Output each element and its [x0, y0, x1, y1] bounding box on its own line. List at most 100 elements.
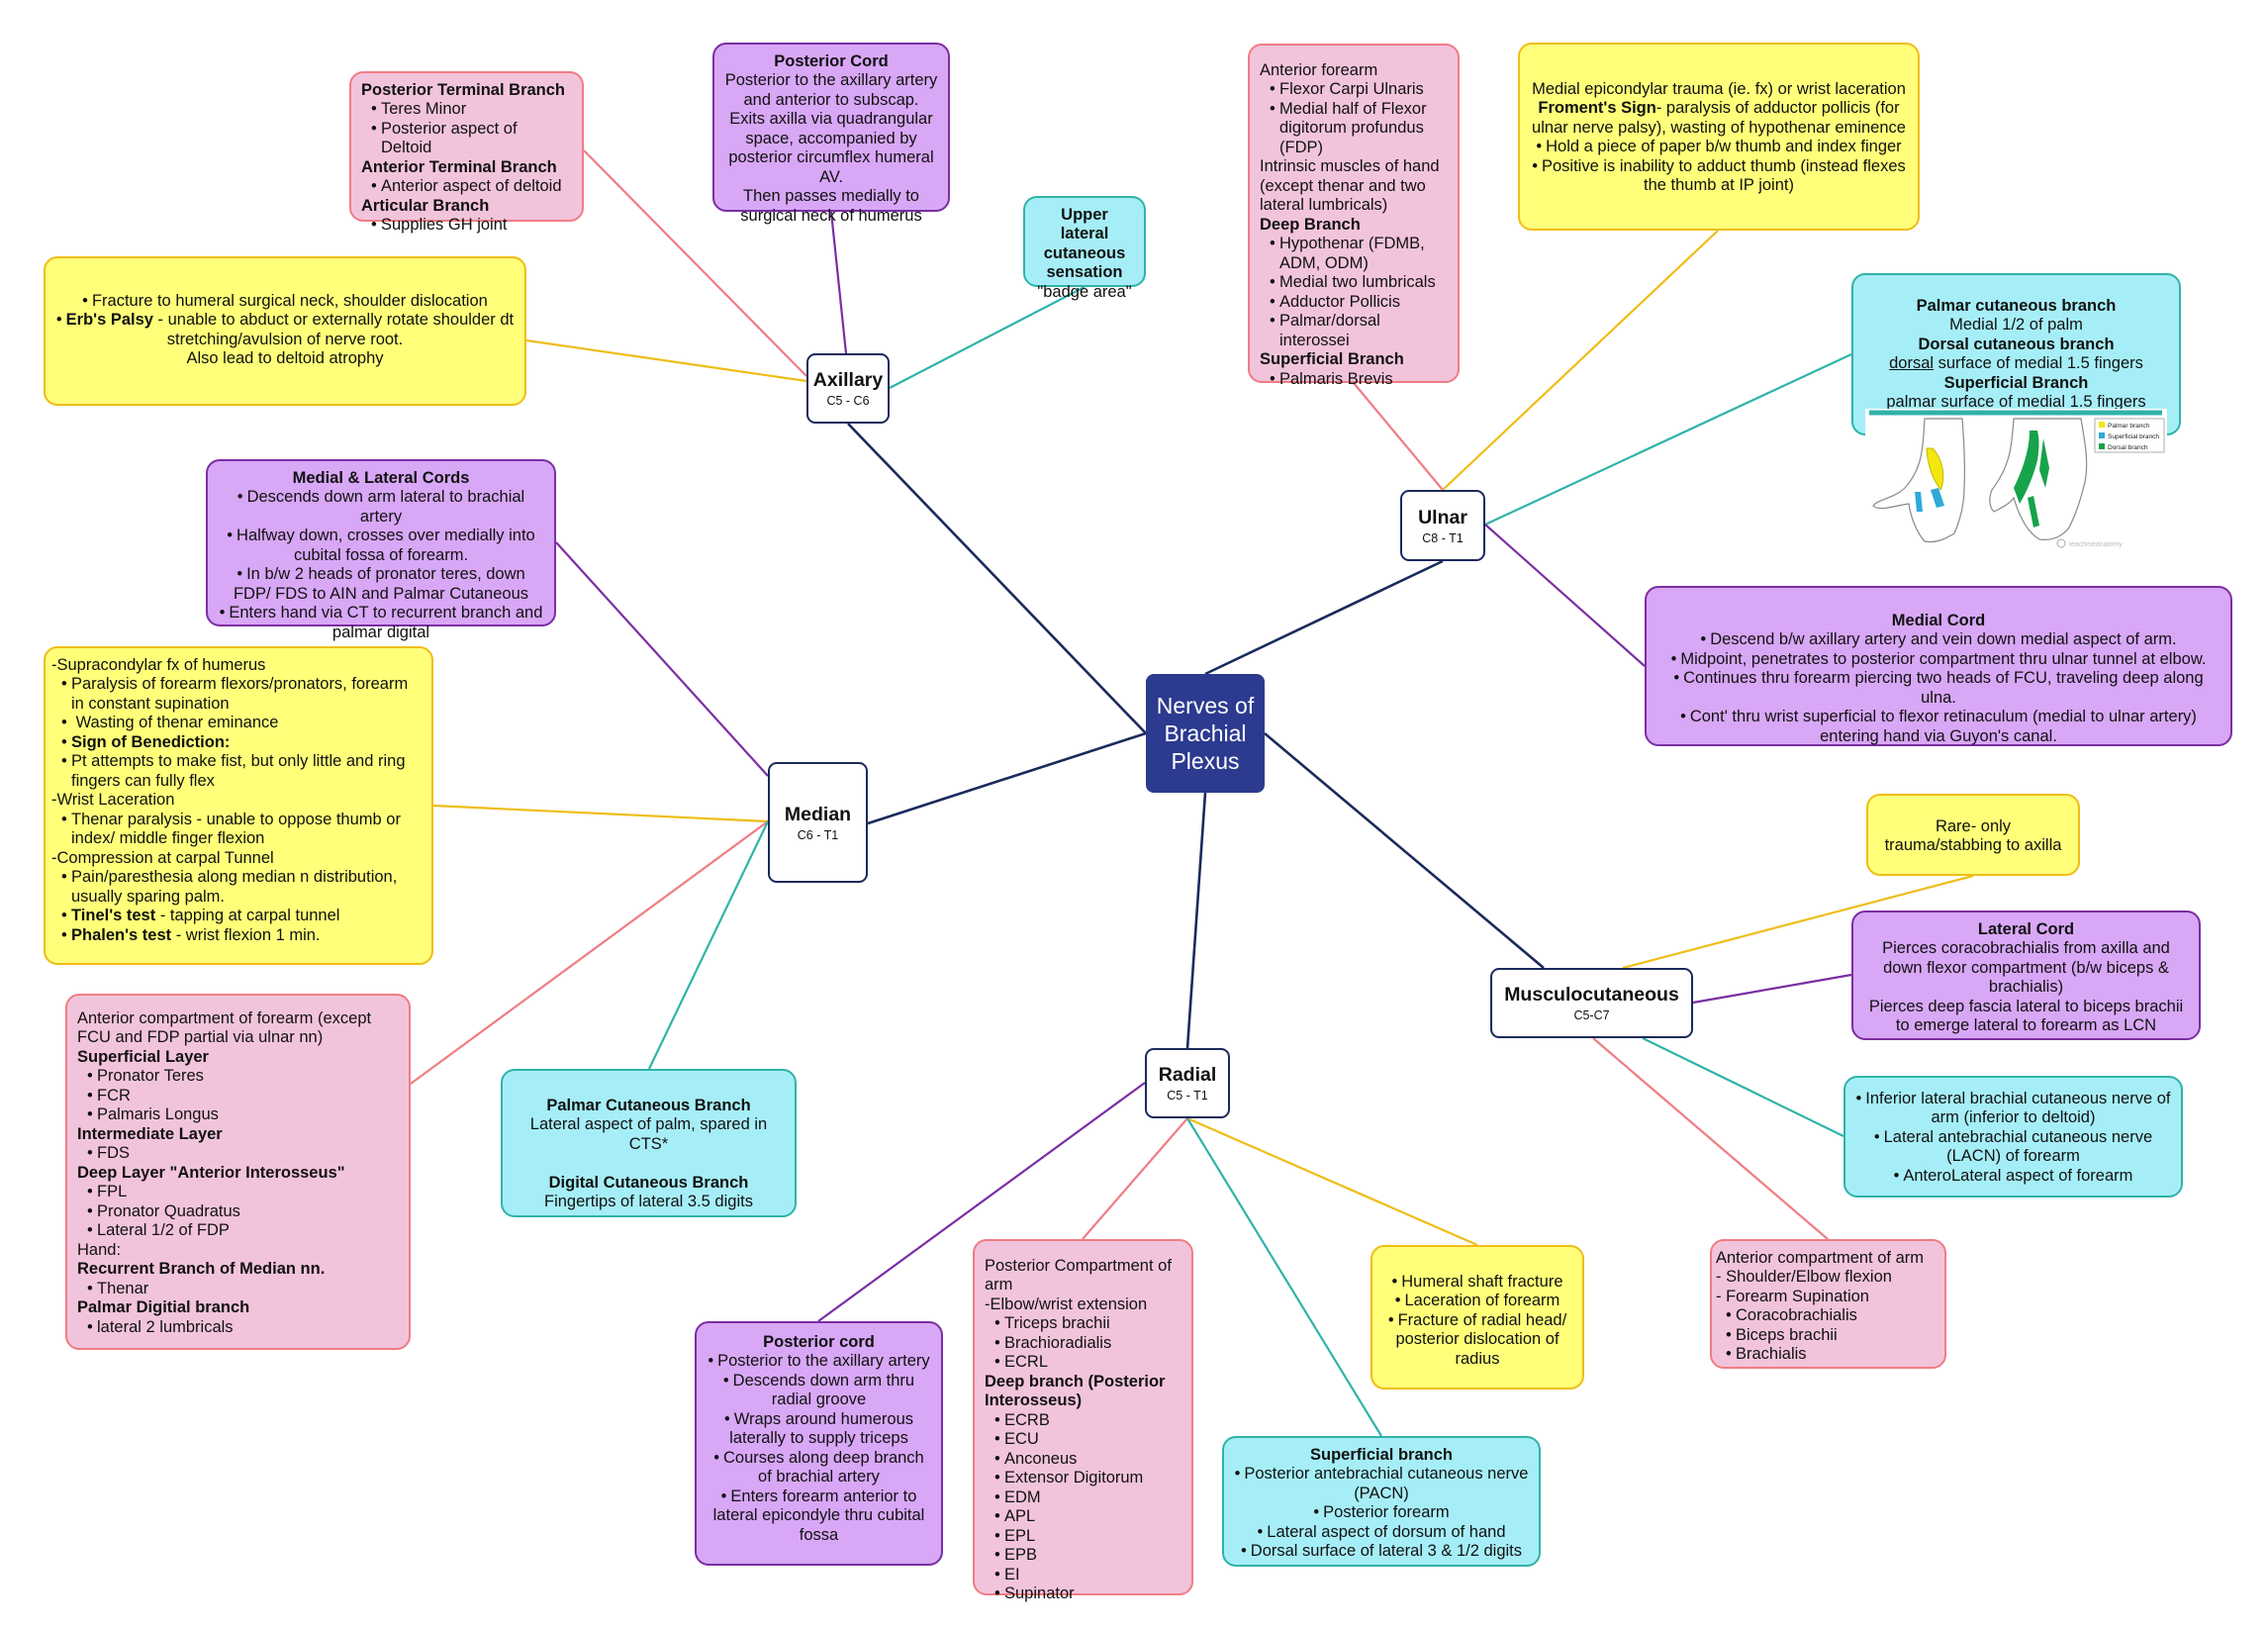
- connector-line: [1353, 382, 1444, 491]
- bullet-item: Posterior antebrachial cutaneous nerve (…: [1234, 1465, 1529, 1503]
- box-heading: Dorsal cutaneous branch: [1918, 335, 2115, 353]
- bullet-item: Supplies GH joint: [361, 216, 572, 235]
- line-text: - Shoulder/Elbow flexion: [1716, 1268, 1892, 1287]
- bullet-item: Cont' thru wrist superficial to flexor r…: [1656, 708, 2221, 746]
- line-text: Anterior forearm: [1260, 61, 1378, 79]
- bullet-item: Laceration of forearm: [1382, 1292, 1572, 1310]
- bullet-item: FDS: [77, 1144, 399, 1163]
- bullet-item: AnteroLateral aspect of forearm: [1855, 1167, 2171, 1186]
- line-text: -Elbow/wrist extension: [985, 1295, 1148, 1313]
- legend-dorsal: Dorsal branch: [2108, 444, 2148, 451]
- bullet-item: Erb's Palsy - unable to abduct or extern…: [55, 311, 515, 349]
- line-text: [513, 1154, 785, 1173]
- bullet-item: Enters forearm anterior to lateral epico…: [707, 1487, 931, 1545]
- box-median-injury: -Supracondylar fx of humerusParalysis of…: [44, 646, 433, 965]
- bullet-item: Brachioradialis: [985, 1334, 1181, 1353]
- bullet-item: ECU: [985, 1430, 1181, 1449]
- bullet-item: Pain/paresthesia along median n distribu…: [51, 868, 422, 907]
- root-title-text: Nerves of Brachial Plexus: [1156, 692, 1255, 775]
- line-text: Exits axilla via quadrangular space, acc…: [728, 110, 934, 186]
- bullet-item: Humeral shaft fracture: [1382, 1273, 1572, 1292]
- legend-palmar: Palmar branch: [2108, 423, 2150, 430]
- bullet-item: Medial half of Flexor digitorum profundu…: [1260, 100, 1448, 157]
- connector-line: [889, 286, 1086, 389]
- bullet-item: Teres Minor: [361, 100, 572, 119]
- box-ulnar-injury: Medial epicondylar trauma (ie. fx) or wr…: [1518, 43, 1920, 231]
- connector-line: [1592, 1037, 1829, 1240]
- line-text: Fingertips of lateral 3.5 digits: [544, 1193, 753, 1211]
- connector-line: [1442, 230, 1719, 491]
- box-heading: Upper lateral cutaneous sensation: [1043, 206, 1126, 282]
- bullet-item: Pt attempts to make fist, but only littl…: [51, 752, 422, 791]
- node-median[interactable]: Median C6 - T1: [768, 762, 868, 883]
- node-roots: C5-C7: [1573, 1008, 1610, 1022]
- bullet-item: Medial two lumbricals: [1260, 273, 1448, 292]
- line-text: Pierces deep fascia lateral to biceps br…: [1868, 997, 2184, 1035]
- line-text: Also lead to deltoid atrophy: [186, 349, 384, 368]
- box-radial-muscles: Posterior Compartment of arm-Elbow/wrist…: [973, 1239, 1193, 1602]
- box-heading: Superficial Layer: [77, 1047, 209, 1066]
- node-title: Musculocutaneous: [1504, 984, 1679, 1006]
- bullet-item: Biceps brachii: [1716, 1326, 1935, 1345]
- bullet-item: Palmar/dorsal interossei: [1260, 312, 1448, 350]
- connector-line: [1642, 1037, 1844, 1137]
- line-text: -Supracondylar fx of humerus: [51, 656, 266, 674]
- bullet-text: - wrist flexion 1 min.: [171, 925, 321, 944]
- connector-line: [555, 541, 769, 777]
- line-text: -Compression at carpal Tunnel: [51, 848, 274, 867]
- bullet-item: FPL: [77, 1183, 399, 1201]
- box-heading: Palmar cutaneous branch: [1916, 297, 2117, 315]
- box-ulnar-muscles: Anterior forearmFlexor Carpi UlnarisMedi…: [1248, 44, 1460, 388]
- box-heading: Lateral Cord: [1977, 920, 2075, 938]
- bullet-item: Flexor Carpi Ulnaris: [1260, 80, 1448, 99]
- bullet-item: Pronator Quadratus: [77, 1202, 399, 1221]
- node-ulnar[interactable]: Ulnar C8 - T1: [1400, 490, 1485, 561]
- line-text: -Wrist Laceration: [51, 791, 175, 810]
- line-text: Anterior compartment of forearm (except …: [77, 1009, 372, 1047]
- connector-line: [432, 804, 769, 823]
- bullet-item: Fracture to humeral surgical neck, shoul…: [55, 292, 515, 311]
- bullet-term: Tinel's test: [71, 907, 156, 925]
- box-heading: Medial Cord: [1891, 612, 1986, 629]
- connector-line: [867, 731, 1147, 825]
- connector-line: [1082, 1117, 1188, 1240]
- connector-line: [1622, 874, 1974, 970]
- legend-superficial: Superficial branch: [2108, 433, 2159, 440]
- bullet-item: EI: [985, 1566, 1181, 1584]
- connector-line: [1186, 1116, 1478, 1247]
- line-underlined: dorsal: [1889, 354, 1935, 373]
- bullet-item: APL: [985, 1507, 1181, 1526]
- bullet-item: Hypothenar (FDMB, ADM, ODM): [1260, 235, 1448, 273]
- node-title: Median: [784, 803, 852, 825]
- line-term: Froment's Sign: [1538, 99, 1656, 118]
- box-heading: Deep Layer "Anterior Interosseus": [77, 1163, 345, 1182]
- box-heading: Posterior Terminal Branch: [361, 81, 566, 99]
- connector-line: [1186, 1117, 1382, 1437]
- bullet-term: Phalen's test: [71, 925, 172, 944]
- box-musculocutaneous-muscles: Anterior compartment of arm- Shoulder/El…: [1710, 1239, 1946, 1369]
- bullet-item: In b/w 2 heads of pronator teres, down F…: [218, 565, 544, 604]
- box-heading: Superficial Branch: [1943, 373, 2089, 392]
- bullet-item: Courses along deep branch of brachial ar…: [707, 1449, 931, 1487]
- box-ulnar-medial-cord: Medial CordDescend b/w axillary artery a…: [1645, 586, 2232, 746]
- bullet-term: Erb's Palsy: [65, 311, 153, 330]
- node-musculocutaneous[interactable]: Musculocutaneous C5-C7: [1490, 968, 1693, 1038]
- bullet-item: Posterior aspect of Deltoid: [361, 120, 572, 158]
- bullet-item: Lateral aspect of dorsum of hand: [1234, 1523, 1529, 1542]
- bullet-item: Halfway down, crosses over medially into…: [218, 527, 544, 565]
- bullet-item: Tinel's test - tapping at carpal tunnel: [51, 907, 422, 925]
- node-radial[interactable]: Radial C5 - T1: [1145, 1048, 1230, 1118]
- box-heading: Digital Cutaneous Branch: [548, 1173, 749, 1192]
- line-text: "badge area": [1037, 282, 1132, 301]
- box-heading: Medial & Lateral Cords: [292, 469, 470, 487]
- line-text: surface of medial 1.5 fingers: [1934, 354, 2143, 373]
- connector-line: [1484, 524, 1646, 667]
- node-roots: C5 - C6: [826, 394, 870, 408]
- line-text: Hand:: [77, 1240, 122, 1259]
- line-text: Rare- only trauma/stabbing to axilla: [1884, 817, 2062, 855]
- image-watermark: teachmeanatomy: [2069, 541, 2123, 548]
- line-text: Then passes medially to surgical neck of…: [740, 187, 922, 225]
- root-node-title: Nerves of Brachial Plexus: [1146, 674, 1265, 793]
- bullet-item: Triceps brachii: [985, 1314, 1181, 1333]
- node-axillary[interactable]: Axillary C5 - C6: [806, 353, 890, 424]
